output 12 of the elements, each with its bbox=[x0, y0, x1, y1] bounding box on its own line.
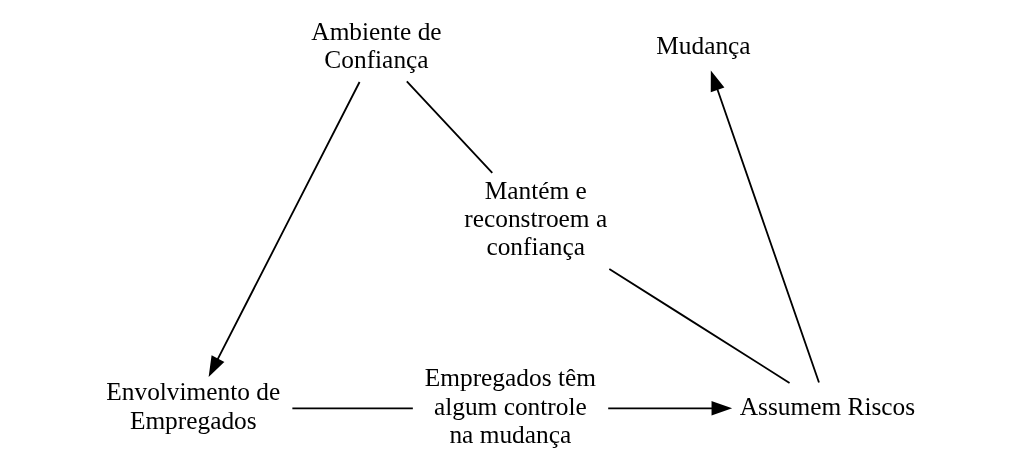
node-text: Ambiente de Confiança bbox=[310, 16, 442, 73]
node-text: Empregados têm algum controle na mudança bbox=[424, 363, 596, 448]
node-text: Assumem Riscos bbox=[739, 391, 915, 420]
connector bbox=[405, 80, 493, 174]
arrow bbox=[606, 401, 732, 416]
connector bbox=[290, 407, 414, 410]
node-text: Mudança bbox=[655, 30, 751, 59]
arrow bbox=[710, 70, 820, 384]
connector bbox=[607, 268, 790, 384]
node-text: Envolvimento de Empregados bbox=[105, 377, 280, 434]
node-text: Mantém e reconstroem a confiança bbox=[463, 175, 607, 261]
arrow bbox=[208, 81, 360, 377]
